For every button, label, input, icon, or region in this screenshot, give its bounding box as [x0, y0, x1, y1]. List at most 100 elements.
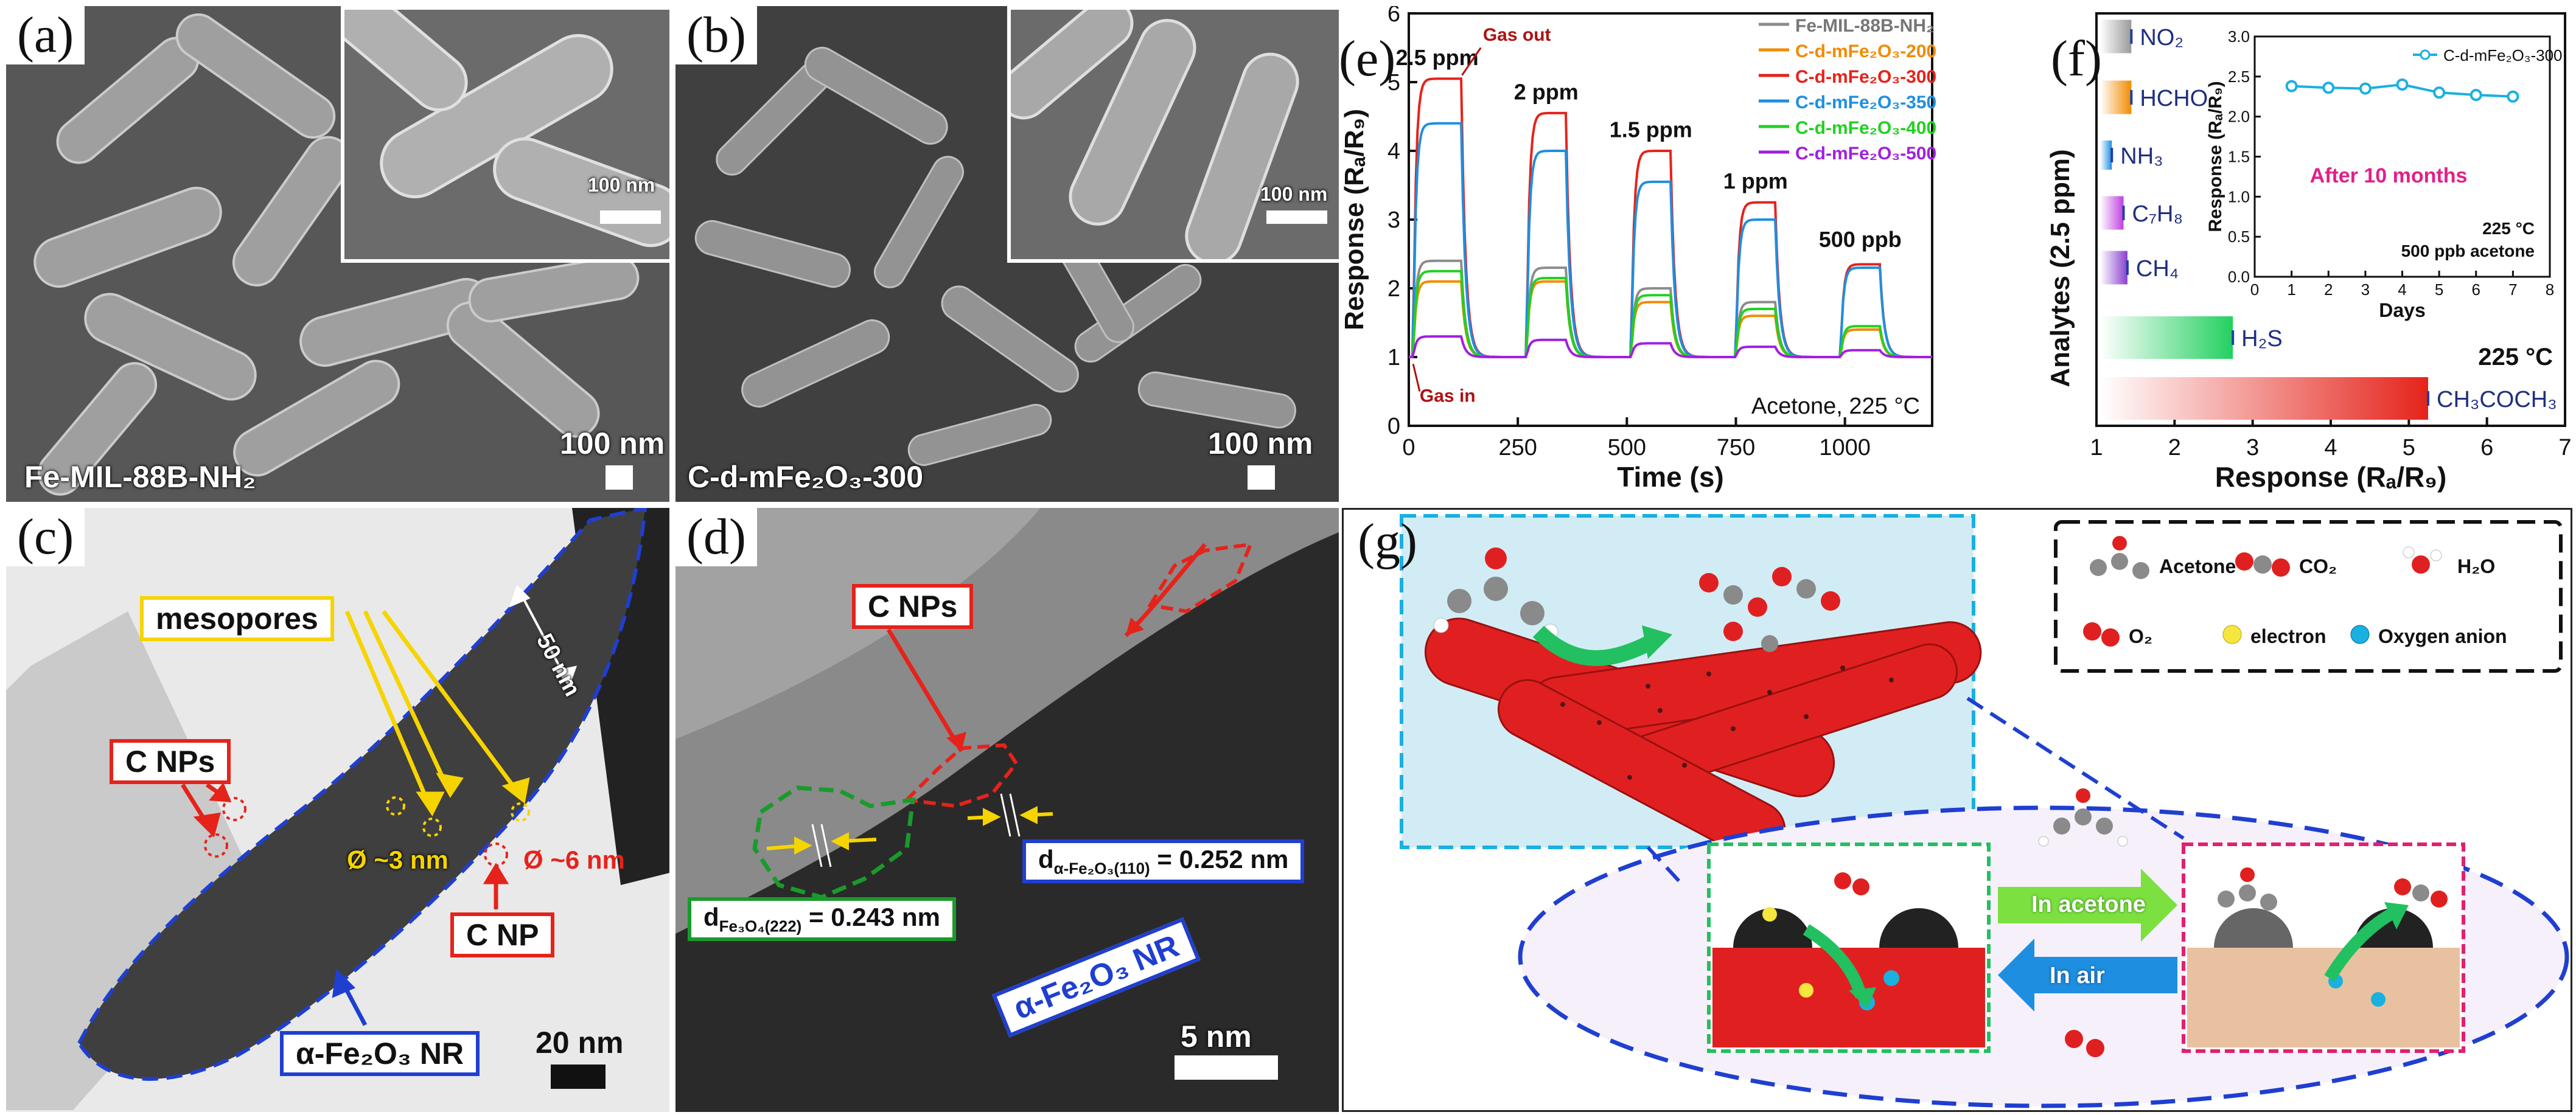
chart-f-inset-xtick-label-5: 5 — [2435, 280, 2443, 299]
d-fe2o3-value: = 0.252 nm — [1150, 845, 1289, 874]
panel-c-pore3-label: Ø ~3 nm — [347, 846, 449, 874]
panel-d-scale-label: 5 nm — [1181, 1019, 1252, 1054]
legend-oxygen-anion-label: Oxygen anion — [2378, 625, 2507, 647]
chart-f-inset-xtick-label-0: 0 — [2250, 280, 2259, 299]
chart-f-inset-xtick-label-4: 4 — [2398, 280, 2406, 299]
panel-b-inset: 100 nm — [1007, 6, 1339, 263]
panel-c: (c) mesopores C NPs 50 nm Ø ~3 nm Ø ~6 n… — [6, 508, 669, 1112]
chart-f-cat-label-4: CH₄ — [2136, 256, 2179, 282]
chart-f-xtick-label-2: 3 — [2246, 435, 2259, 460]
chart-e-xtick-label-4: 1000 — [1819, 435, 1871, 460]
chart-f-inset-legend-label: C-d-mFe₂O₃-300 — [2443, 46, 2563, 64]
panel-g: (g) Acetone CO₂ H₂O O₂ electron Oxygen a… — [1342, 508, 2572, 1112]
panel-a-inset: 100 nm — [341, 6, 669, 263]
d-fe2o3-sub: α-Fe₂O₃(110) — [1053, 859, 1150, 878]
chart-f-xtick-label-4: 5 — [2403, 435, 2415, 460]
panel-b-nanorods — [694, 47, 1296, 467]
chart-e-legend-label-0: Fe-MIL-88B-NH₂ — [1795, 16, 1934, 36]
chart-f-inset-ytick-label-1: 0.5 — [2228, 228, 2250, 246]
panel-a-scale-label: 100 nm — [560, 426, 665, 460]
chart-f-xtick-label-1: 2 — [2168, 435, 2181, 460]
panel-d-label: (d) — [675, 508, 757, 566]
panel-d: (d) C NPs dFe₃O₄(222) = 0.243 nm dα-Fe₂O… — [675, 508, 1339, 1112]
chart-f-xlabel: Response (Rₐ/R₉) — [2215, 461, 2447, 493]
chart-e-xtick-label-3: 750 — [1717, 435, 1755, 460]
chart-e-xlabel: Time (s) — [1617, 461, 1724, 493]
panel-c-nr-label: α-Fe₂O₃ NR — [280, 1031, 480, 1076]
chart-f-inset-point-2 — [2359, 82, 2372, 95]
chart-f-inset-point-5 — [2470, 89, 2482, 102]
chart-f-inset-point-0 — [2285, 80, 2298, 92]
panel-c-mesopores-label: mesopores — [140, 596, 334, 641]
chart-f-inset-ytick-label-3: 1.5 — [2228, 148, 2250, 166]
chart-f-bar-6 — [2100, 377, 2428, 420]
chart-f-cat-label-5: H₂S — [2241, 326, 2283, 352]
panel-b-scalebar — [1248, 465, 1275, 490]
chart-f-inset-xtick-label-8: 8 — [2546, 280, 2554, 299]
chart-e-ytick-label-4: 4 — [1387, 139, 1400, 164]
panel-b: (b) 100 nm C-d-mFe₂O₃-300 100 nm — [675, 6, 1339, 502]
d-fe3o4-symbol: d — [703, 903, 719, 931]
chart-e-ylabel: Response (Rₐ/R₉) — [1339, 109, 1369, 330]
panel-b-inset-scalebar — [1266, 210, 1327, 224]
chart-f-inset-xtick-label-6: 6 — [2472, 280, 2480, 299]
panel-a-sample-label: Fe-MIL-88B-NH₂ — [24, 460, 256, 494]
chart-f-inset-ytick-label-5: 2.5 — [2228, 68, 2250, 86]
chart-e-ytick-label-1: 1 — [1387, 345, 1400, 370]
legend-o2-label: O₂ — [2129, 625, 2153, 647]
chart-e-xtick-label-2: 500 — [1608, 435, 1646, 460]
chart-f-inset-frame — [2253, 35, 2551, 278]
panel-g-schematic — [1400, 514, 2569, 1108]
in-acetone-label: In acetone — [2031, 892, 2146, 917]
chart-f-bar-1 — [2100, 80, 2132, 114]
chart-e-conc-label-3: 1 ppm — [1723, 168, 1788, 193]
panel-a-nanorods — [33, 13, 640, 496]
chart-f-inset-ytick-label-2: 1.0 — [2228, 187, 2250, 206]
panel-c-cnp-label: C NP — [450, 912, 555, 957]
d-fe2o3-symbol: d — [1038, 845, 1054, 874]
chart-e-legend-label-3: C-d-mFe₂O₃-350 — [1795, 92, 1936, 113]
chart-f-inset-xlabel: Days — [2379, 299, 2426, 321]
panel-c-pore6-label: Ø ~6 nm — [523, 846, 625, 874]
chart-f-inset-xtick-label-3: 3 — [2361, 280, 2370, 299]
chart-f-ylabel: Analytes (2.5 ppm) — [2045, 149, 2075, 387]
chart-f-inset-ylabel: Response (Rₐ/R₉) — [2205, 81, 2225, 232]
chart-e-conc-label-0: 2.5 ppm — [1396, 45, 1479, 70]
chart-e-legend-label-1: C-d-mFe₂O₃-200 — [1795, 41, 1936, 61]
panel-g-label: (g) — [1358, 513, 1417, 570]
chart-f-bar-5 — [2100, 316, 2233, 359]
panel-a-inset-scale-label: 100 nm — [588, 174, 655, 196]
chart-e-conc-label-2: 1.5 ppm — [1610, 117, 1692, 142]
chart-e-ytick-label-6: 6 — [1387, 6, 1400, 27]
chart-e-gas-in-arrow — [1412, 363, 1421, 392]
d-fe3o4-sub: Fe₃O₄(222) — [719, 917, 802, 936]
chart-e-ytick-label-5: 5 — [1387, 70, 1400, 96]
chart-f-inset-temp: 225 °C — [2482, 219, 2535, 238]
chart-e-gas-in-label: Gas in — [1420, 386, 1476, 406]
panel-b-inset-rods — [1011, 10, 1299, 259]
chart-f-bar-2 — [2100, 141, 2112, 170]
chart-e-series-5 — [1409, 335, 1932, 358]
chart-f-inset-cond: 500 ppb acetone — [2401, 241, 2535, 260]
chart-f-inset-legend-marker — [2420, 49, 2431, 60]
chart-f-inset-point-6 — [2507, 90, 2519, 103]
chart-e-gas-out-arrow — [1461, 47, 1482, 76]
chart-f-temp-label: 225 °C — [2478, 344, 2553, 370]
panel-c-tem — [6, 508, 669, 1110]
panel-c-scalebar — [551, 1065, 606, 1089]
chart-e-legend-label-2: C-d-mFe₂O₃-300 — [1795, 67, 1936, 87]
panel-a: (a) 100 nm Fe-MIL-88B-NH₂ 100 nm — [6, 6, 669, 502]
chart-e-conc-label-4: 500 ppb — [1819, 227, 1902, 252]
chart-f-xtick-label-0: 1 — [2090, 435, 2103, 460]
panel-d-dspacing-fe3o4: dFe₃O₄(222) = 0.243 nm — [688, 897, 956, 942]
chart-f-inset-point-1 — [2322, 82, 2335, 94]
panel-a-inset-scalebar — [600, 210, 661, 224]
chart-e-legend-label-5: C-d-mFe₂O₃-500 — [1795, 144, 1936, 164]
chart-f-inset-xtick-label-7: 7 — [2508, 280, 2517, 299]
panel-b-sample-label: C-d-mFe₂O₃-300 — [688, 460, 924, 494]
chart-e-xtick-label-0: 0 — [1402, 435, 1415, 460]
chart-e-ytick-label-0: 0 — [1387, 414, 1400, 439]
panel-f-label: (f) — [2051, 30, 2102, 87]
chart-f-inset-point-4 — [2433, 86, 2446, 99]
